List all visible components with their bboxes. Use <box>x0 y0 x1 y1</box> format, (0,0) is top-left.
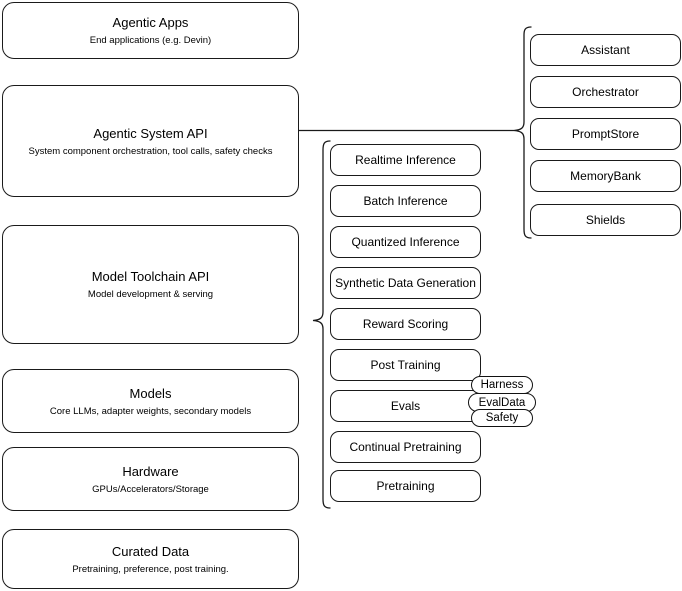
layer-agentic-system-api[interactable]: Agentic System API System component orch… <box>2 85 299 197</box>
layer-models[interactable]: Models Core LLMs, adapter weights, secon… <box>2 369 299 433</box>
layer-model-toolchain-api[interactable]: Model Toolchain API Model development & … <box>2 225 299 344</box>
eval-pill-harness[interactable]: Harness <box>471 376 533 394</box>
component-assistant[interactable]: Assistant <box>530 34 681 66</box>
connector-system-api-to-components <box>299 124 525 138</box>
component-memorybank[interactable]: MemoryBank <box>530 160 681 192</box>
toolchain-label: Quantized Inference <box>351 235 460 249</box>
toolchain-label: Evals <box>390 399 421 413</box>
layer-agentic-apps[interactable]: Agentic Apps End applications (e.g. Devi… <box>2 2 299 59</box>
component-label: Assistant <box>581 43 630 57</box>
toolchain-label: Batch Inference <box>363 194 448 208</box>
layer-title: Hardware <box>122 463 179 479</box>
component-shields[interactable]: Shields <box>530 204 681 236</box>
layer-subtitle: GPUs/Accelerators/Storage <box>92 483 209 495</box>
component-label: MemoryBank <box>570 169 641 183</box>
toolchain-reward-scoring[interactable]: Reward Scoring <box>330 308 481 340</box>
eval-pill-safety[interactable]: Safety <box>471 409 533 427</box>
component-label: Orchestrator <box>572 85 639 99</box>
toolchain-label: Synthetic Data Generation <box>335 276 476 290</box>
layer-subtitle: End applications (e.g. Devin) <box>89 35 212 46</box>
layer-title: Models <box>129 385 172 401</box>
component-label: Shields <box>585 213 626 227</box>
eval-pill-label: Harness <box>480 379 524 391</box>
layer-curated-data[interactable]: Curated Data Pretraining, preference, po… <box>2 529 299 589</box>
layer-hardware[interactable]: Hardware GPUs/Accelerators/Storage <box>2 447 299 511</box>
toolchain-label: Reward Scoring <box>362 317 449 331</box>
toolchain-label: Continual Pretraining <box>349 440 462 454</box>
toolchain-batch-inference[interactable]: Batch Inference <box>330 185 481 217</box>
eval-pill-label: Safety <box>485 412 519 424</box>
toolchain-pretraining[interactable]: Pretraining <box>330 470 481 502</box>
component-label: PromptStore <box>571 127 640 141</box>
toolchain-quantized-inference[interactable]: Quantized Inference <box>330 226 481 258</box>
component-promptstore[interactable]: PromptStore <box>530 118 681 150</box>
toolchain-post-training[interactable]: Post Training <box>330 349 481 381</box>
toolchain-label: Pretraining <box>376 479 435 493</box>
layer-title: Agentic Apps <box>112 15 189 30</box>
component-orchestrator[interactable]: Orchestrator <box>530 76 681 108</box>
eval-pill-label: EvalData <box>478 396 526 409</box>
toolchain-synthetic-data-generation[interactable]: Synthetic Data Generation <box>330 267 481 299</box>
toolchain-realtime-inference[interactable]: Realtime Inference <box>330 144 481 176</box>
layer-title: Model Toolchain API <box>91 269 210 284</box>
toolchain-label: Post Training <box>370 358 441 372</box>
layer-title: Agentic System API <box>93 125 208 141</box>
layer-subtitle: Model development & serving <box>87 289 214 300</box>
toolchain-label: Realtime Inference <box>355 153 456 167</box>
layer-subtitle: System component orchestration, tool cal… <box>28 145 273 157</box>
toolchain-evals[interactable]: Evals <box>330 390 481 422</box>
layer-subtitle: Pretraining, preference, post training. <box>72 563 229 575</box>
layer-subtitle: Core LLMs, adapter weights, secondary mo… <box>49 405 252 417</box>
toolchain-continual-pretraining[interactable]: Continual Pretraining <box>330 431 481 463</box>
layer-title: Curated Data <box>111 543 190 559</box>
